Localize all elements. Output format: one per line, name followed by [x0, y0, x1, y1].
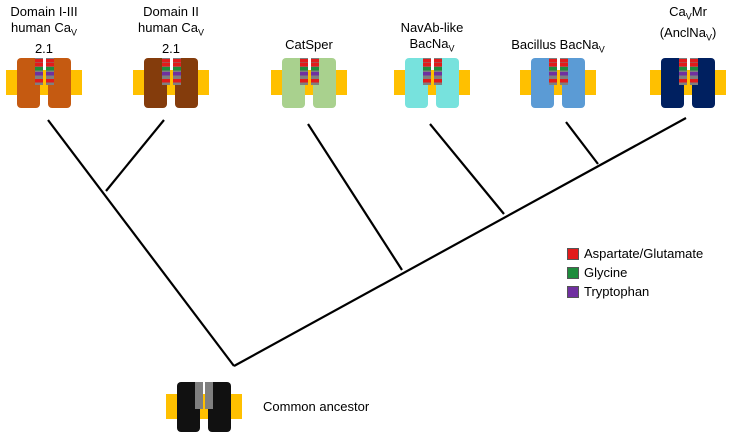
- tree-branch: [429, 123, 505, 215]
- legend-swatch-glycine: [567, 266, 579, 279]
- selectivity-filter-right: [690, 58, 698, 85]
- tree-branch: [47, 119, 235, 367]
- channel-label-line: human CaV: [11, 20, 77, 38]
- selectivity-filter-left: [162, 58, 170, 85]
- channel-subunit-left: [405, 58, 428, 108]
- selectivity-filter-right: [173, 58, 181, 85]
- selectivity-filter-left: [195, 382, 203, 409]
- channel-subunit-left: [661, 58, 684, 108]
- selectivity-filter-left: [679, 58, 687, 85]
- channel-label-line: BacNaV: [409, 36, 455, 54]
- channel-label-line: Domain II: [143, 4, 199, 19]
- channel-label-line: Bacillus BacNaV: [511, 37, 605, 55]
- channel-label-line: (AnclNaV): [659, 24, 717, 43]
- legend: Aspartate/Glutamate Glycine Tryptophan: [567, 244, 703, 301]
- legend-item-glycine: Glycine: [567, 263, 703, 282]
- channel-label-line: NavAb-like: [400, 20, 464, 35]
- tree-branches: [47, 117, 687, 367]
- channel-icon: [133, 58, 209, 108]
- channel-icon: [650, 58, 726, 108]
- legend-swatch-tryptophan: [567, 285, 579, 298]
- channel-icon: [520, 58, 596, 108]
- channel-icon: [394, 58, 470, 108]
- channel-icons: [6, 58, 726, 432]
- selectivity-filter-left: [300, 58, 308, 85]
- selectivity-filter-right: [46, 58, 54, 85]
- channel-subunit-left: [144, 58, 167, 108]
- selectivity-filter-right: [205, 382, 213, 409]
- selectivity-filter-right: [311, 58, 319, 85]
- channel-subunit-left: [531, 58, 554, 108]
- legend-label-tryptophan: Tryptophan: [584, 284, 650, 299]
- ancestor-label: Common ancestor: [263, 399, 370, 414]
- channel-label: CatSper: [249, 37, 369, 53]
- selectivity-filter-left: [423, 58, 431, 85]
- tree-branch: [233, 117, 687, 367]
- channel-subunit-left: [177, 382, 200, 432]
- channel-subunit-right: [208, 382, 231, 432]
- legend-item-acidic: Aspartate/Glutamate: [567, 244, 703, 263]
- channel-icon: [6, 58, 82, 108]
- tree-branch: [307, 123, 403, 271]
- selectivity-filter-left: [549, 58, 557, 85]
- selectivity-filter-right: [560, 58, 568, 85]
- channel-label-line: 2.1: [34, 40, 54, 56]
- legend-label-glycine: Glycine: [584, 265, 628, 280]
- channel-label-line: CatSper: [285, 37, 333, 52]
- legend-item-tryptophan: Tryptophan: [567, 282, 703, 301]
- channel-icon: [166, 382, 242, 432]
- channel-label-line: CaVMr: [669, 4, 707, 22]
- legend-label-acidic: Aspartate/Glutamate: [584, 246, 704, 261]
- channel-label-line: Domain I-III: [10, 4, 78, 19]
- selectivity-filter-right: [434, 58, 442, 85]
- channel-label: CaVMr (AnclNaV): [628, 4, 738, 45]
- channel-label: Bacillus BacNaV: [498, 37, 618, 58]
- channel-icon: [271, 58, 347, 108]
- channel-subunit-left: [282, 58, 305, 108]
- tree-branch: [565, 121, 599, 165]
- tree-branch: [105, 119, 165, 192]
- legend-swatch-acidic: [567, 247, 579, 260]
- selectivity-filter-left: [35, 58, 43, 85]
- channel-subunit-left: [17, 58, 40, 108]
- channel-label-line: 2.1: [161, 40, 181, 56]
- channel-label-line: human CaV: [138, 20, 204, 38]
